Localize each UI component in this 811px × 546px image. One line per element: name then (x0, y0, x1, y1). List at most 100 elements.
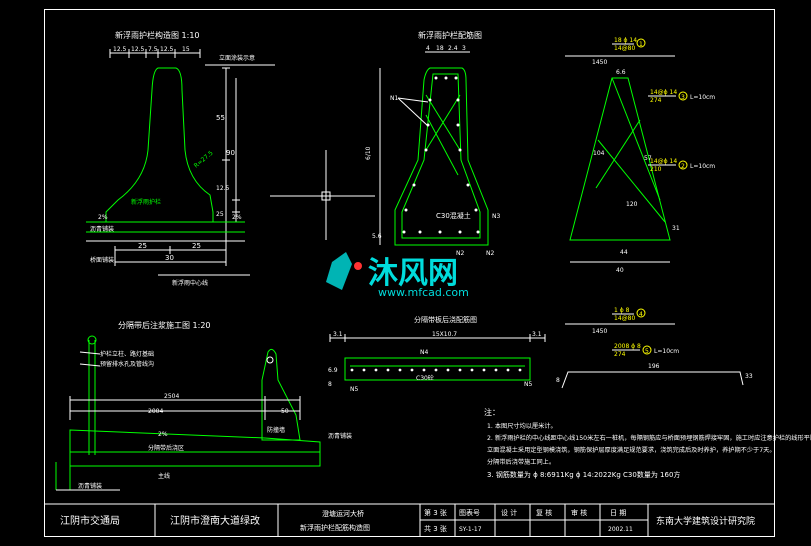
note-2: 2. 新浮雨护栏的中心线距中心线150米左右一桩机，每隔钢筋应与桥面预埋钢筋焊接… (487, 434, 811, 442)
b1-top: 18 ϕ 14 (614, 37, 637, 44)
rebar-label-n2b: N2 (486, 250, 494, 257)
watermark: 沐风网 www.mfcad.com (326, 252, 469, 299)
note-4: 分隔带后浇带施工同上。 (487, 458, 555, 466)
tb-review: 复 核 (536, 508, 552, 517)
plate-c30: C30砼 (416, 374, 434, 382)
divider-label-1: 护栏立柱、路灯基础 (100, 350, 154, 358)
divider-right-label: 防撞墙 (267, 426, 285, 434)
plate-dim-3: 3.1 (532, 331, 542, 338)
rebar-label-n1: N1 (390, 95, 398, 102)
b5-dim-1: 196 (648, 363, 660, 370)
b1-num: 1 (639, 41, 643, 48)
rebar-dim-3: 2.4 (448, 45, 458, 52)
tb-sheet: 第 3 张 (424, 508, 447, 517)
dim-56: 5.6 (372, 233, 382, 240)
divider-zone: 分隔带后浇区 (148, 444, 184, 452)
plate-title: 分隔带板后浇配筋图 (414, 315, 477, 324)
left-note: 立面涂装示意 (219, 54, 255, 62)
plate-n5: N5 (350, 386, 358, 393)
dim-right-125: 12.5 (216, 185, 230, 192)
dim-right-25: 25 (216, 211, 224, 218)
divider-section: 分隔带后注浆施工图 1:20 护栏立柱、路灯基础 预留排水孔及管线沟 防撞墙 2… (55, 320, 352, 491)
plate-dim-1: 3.1 (333, 331, 343, 338)
tb-drawing-name-1: 澄塘运河大桥 (322, 509, 364, 518)
bar-schedule: 18 ϕ 14 14@80 1 1450 6.6 104 57 120 31 4… (556, 37, 753, 389)
tb-drawing-no-label: 图表号 (459, 508, 480, 517)
rebar-label-n2a: N2 (456, 250, 464, 257)
rebar-dim-2: 18 (436, 45, 444, 52)
b2-top: 14@ϕ 14 (650, 89, 677, 96)
pavement-label: 沥青铺装 (90, 225, 114, 233)
b4-len: 1450 (592, 328, 607, 335)
shape-dim-7: 40 (616, 267, 624, 274)
shape-dim-1: 6.6 (616, 69, 626, 76)
dim-top-2: 12.5 (131, 46, 145, 53)
b4-num: 4 (639, 311, 643, 318)
watermark-url: www.mfcad.com (378, 286, 469, 299)
tb-date-label: 日 期 (610, 509, 626, 517)
b5-dim-2: 8 (556, 377, 560, 384)
tb-institute: 东南大学建筑设计研究院 (656, 515, 755, 527)
dim-bottom-3: 30 (165, 254, 174, 262)
tb-design: 设 计 (501, 508, 517, 517)
note-3: 立面混凝土采用定型钢模浇筑，钢筋保护层厚度满足规范要求，浇筑完成后及时养护，养护… (487, 446, 776, 454)
rebar-dim-1: 4 (426, 45, 430, 52)
divider-label-2: 预留排水孔及管线沟 (100, 360, 154, 368)
shape-dim-5: 31 (672, 225, 680, 232)
b3-bot: 210 (650, 166, 662, 173)
shape-dim-2: 104 (593, 150, 605, 157)
divider-bottom: 沥青铺装 (78, 482, 102, 490)
rebar-section: 新浮雨护栏配筋图 4 18 2.4 3 N1 N2 N2 N3 6/10 5.6… (365, 30, 500, 257)
divider-ground: 主线 (158, 472, 170, 480)
watermark-main: 沐风网 (368, 256, 458, 291)
title-block: 江阴市交通局 江阴市澄南大道绿改 澄塘运河大桥 新浮雨护栏配筋构造图 第 3 张… (60, 504, 755, 536)
tb-audit: 审 核 (571, 508, 587, 517)
plate-dim-2: 15X10.7 (432, 331, 457, 338)
b2-note: L=10cm (690, 94, 715, 101)
dim-top-3: 7.5 (148, 46, 158, 53)
b1-bot: 14@80 (614, 45, 635, 52)
dim-top-5: 15 (182, 46, 190, 53)
dim-right-90: 90 (226, 149, 235, 157)
dim-right-55: 55 (216, 114, 225, 122)
note-1: 1. 本图尺寸均以厘米计。 (487, 422, 557, 430)
shape-dim-6: 44 (620, 249, 628, 256)
tb-company: 江阴市交通局 (60, 514, 120, 527)
centerline-label: 新浮雨中心线 (172, 279, 208, 287)
tb-date: 2002.11 (608, 526, 633, 533)
b2-num: 3 (681, 94, 685, 101)
barrier-label: 新浮雨护栏 (131, 198, 161, 206)
plate-section: 分隔带板后浇配筋图 3.1 15X10.7 3.1 N4 N5 N5 C30砼 … (328, 315, 546, 393)
rebar-dim-4: 3 (462, 45, 466, 52)
plate-side-2: 8 (328, 381, 332, 388)
shape-dim-4: 120 (626, 201, 638, 208)
dim-top-4: 12.5 (160, 46, 174, 53)
slope-right: 2% (232, 214, 242, 221)
divider-dim-2: 2004 (148, 408, 163, 415)
dim-top-1: 12.5 (113, 46, 127, 53)
notes: 注： 1. 本图尺寸均以厘米计。 2. 新浮雨护栏的中心线距中心线150米左右一… (484, 407, 811, 479)
divider-dim-1: 2504 (164, 393, 179, 400)
dim-bottom-1: 25 (138, 242, 147, 250)
divider-dim-3: 50 (281, 408, 289, 415)
shape-dim-3: 57 (644, 155, 652, 162)
plate-n5-right: N5 (524, 381, 532, 388)
b3-top: 14@ϕ 14 (650, 158, 677, 165)
tb-drawing-no: SY-1-17 (459, 526, 482, 533)
b2-bot: 274 (650, 97, 662, 104)
plate-n4: N4 (420, 349, 428, 356)
cad-cursor (270, 150, 375, 240)
b3-note: L=10cm (690, 163, 715, 170)
tb-drawing-name-2: 新浮雨护栏配筋构造图 (300, 523, 370, 532)
b3-num: 2 (681, 163, 685, 170)
b5-num: 5 (645, 348, 649, 355)
b5-bot: 274 (614, 351, 626, 358)
plate-side-1: 6.9 (328, 367, 338, 374)
b5-note: L=10cm (654, 348, 679, 355)
b5-dim-3: 33 (745, 373, 753, 380)
b4-top: 1 ϕ 8 (614, 307, 630, 314)
notes-title: 注： (484, 407, 500, 417)
bridge-deck-label: 桥面铺装 (90, 256, 114, 264)
divider-asphalt: 沥青铺装 (328, 432, 352, 440)
